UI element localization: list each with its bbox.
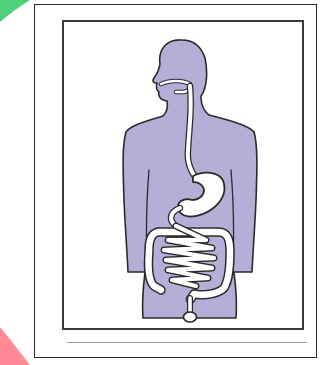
bottom-divider <box>67 342 307 343</box>
anus <box>184 312 197 322</box>
